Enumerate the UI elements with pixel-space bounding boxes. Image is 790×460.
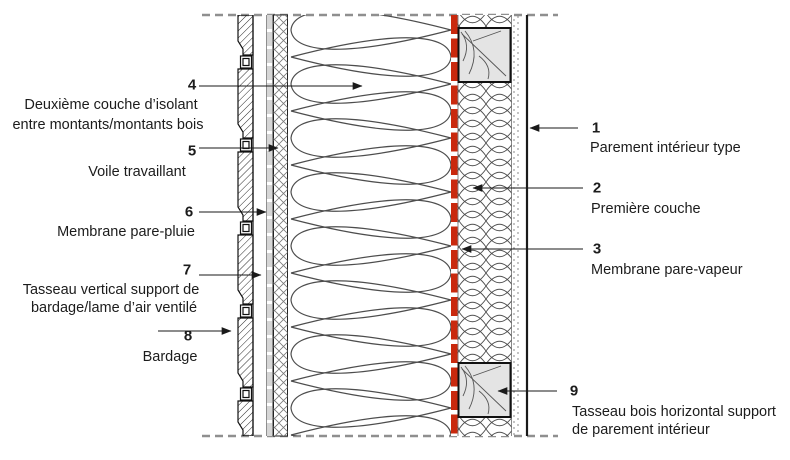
insulation-batt-loops — [290, 15, 452, 436]
vapor-barrier-membrane — [451, 15, 458, 436]
callout-arrows — [158, 82, 583, 395]
callout-number-9: 9 — [569, 382, 579, 400]
callout-label-9-line2: de parement intérieur — [572, 422, 710, 438]
callout-number-2: 2 — [592, 179, 602, 197]
callout-label-3: Membrane pare-vapeur — [591, 262, 743, 278]
callout-label-4-line1: Deuxième couche d’isolant — [24, 97, 198, 113]
structural-sheathing-panel — [273, 14, 288, 437]
callout-number-1: 1 — [591, 119, 601, 137]
stipple-gap-layer — [513, 15, 521, 436]
wood-grain-bottom — [460, 365, 507, 415]
rain-screen-membrane — [266, 15, 273, 436]
callout-number-5: 5 — [187, 142, 197, 160]
callout-label-8: Bardage — [142, 349, 198, 365]
callout-label-4-line2: entre montants/montants bois — [12, 117, 204, 133]
callout-label-6: Membrane pare-pluie — [57, 224, 195, 240]
horizontal-wood-batten-bottom — [457, 362, 512, 418]
callout-number-6: 6 — [184, 203, 194, 221]
callout-label-7-line1: Tasseau vertical support de — [22, 282, 200, 298]
wood-grain-top — [460, 30, 507, 80]
callout-label-9-line1: Tasseau bois horizontal support — [572, 404, 776, 420]
cladding-joint-profiles — [239, 55, 253, 401]
callout-number-7: 7 — [182, 261, 192, 279]
cladding-boards — [237, 15, 254, 436]
callout-label-1: Parement intérieur type — [590, 140, 741, 156]
section-boundary-dashes — [202, 13, 558, 438]
callout-label-5: Voile travaillant — [88, 164, 186, 180]
callout-number-4: 4 — [187, 76, 197, 94]
callout-label-2: Première couche — [591, 201, 701, 217]
callout-label-7-line2: bardage/lame d’air ventilé — [30, 300, 198, 316]
callout-number-3: 3 — [592, 240, 602, 258]
horizontal-wood-batten-top — [457, 27, 512, 83]
callout-number-8: 8 — [183, 327, 193, 345]
